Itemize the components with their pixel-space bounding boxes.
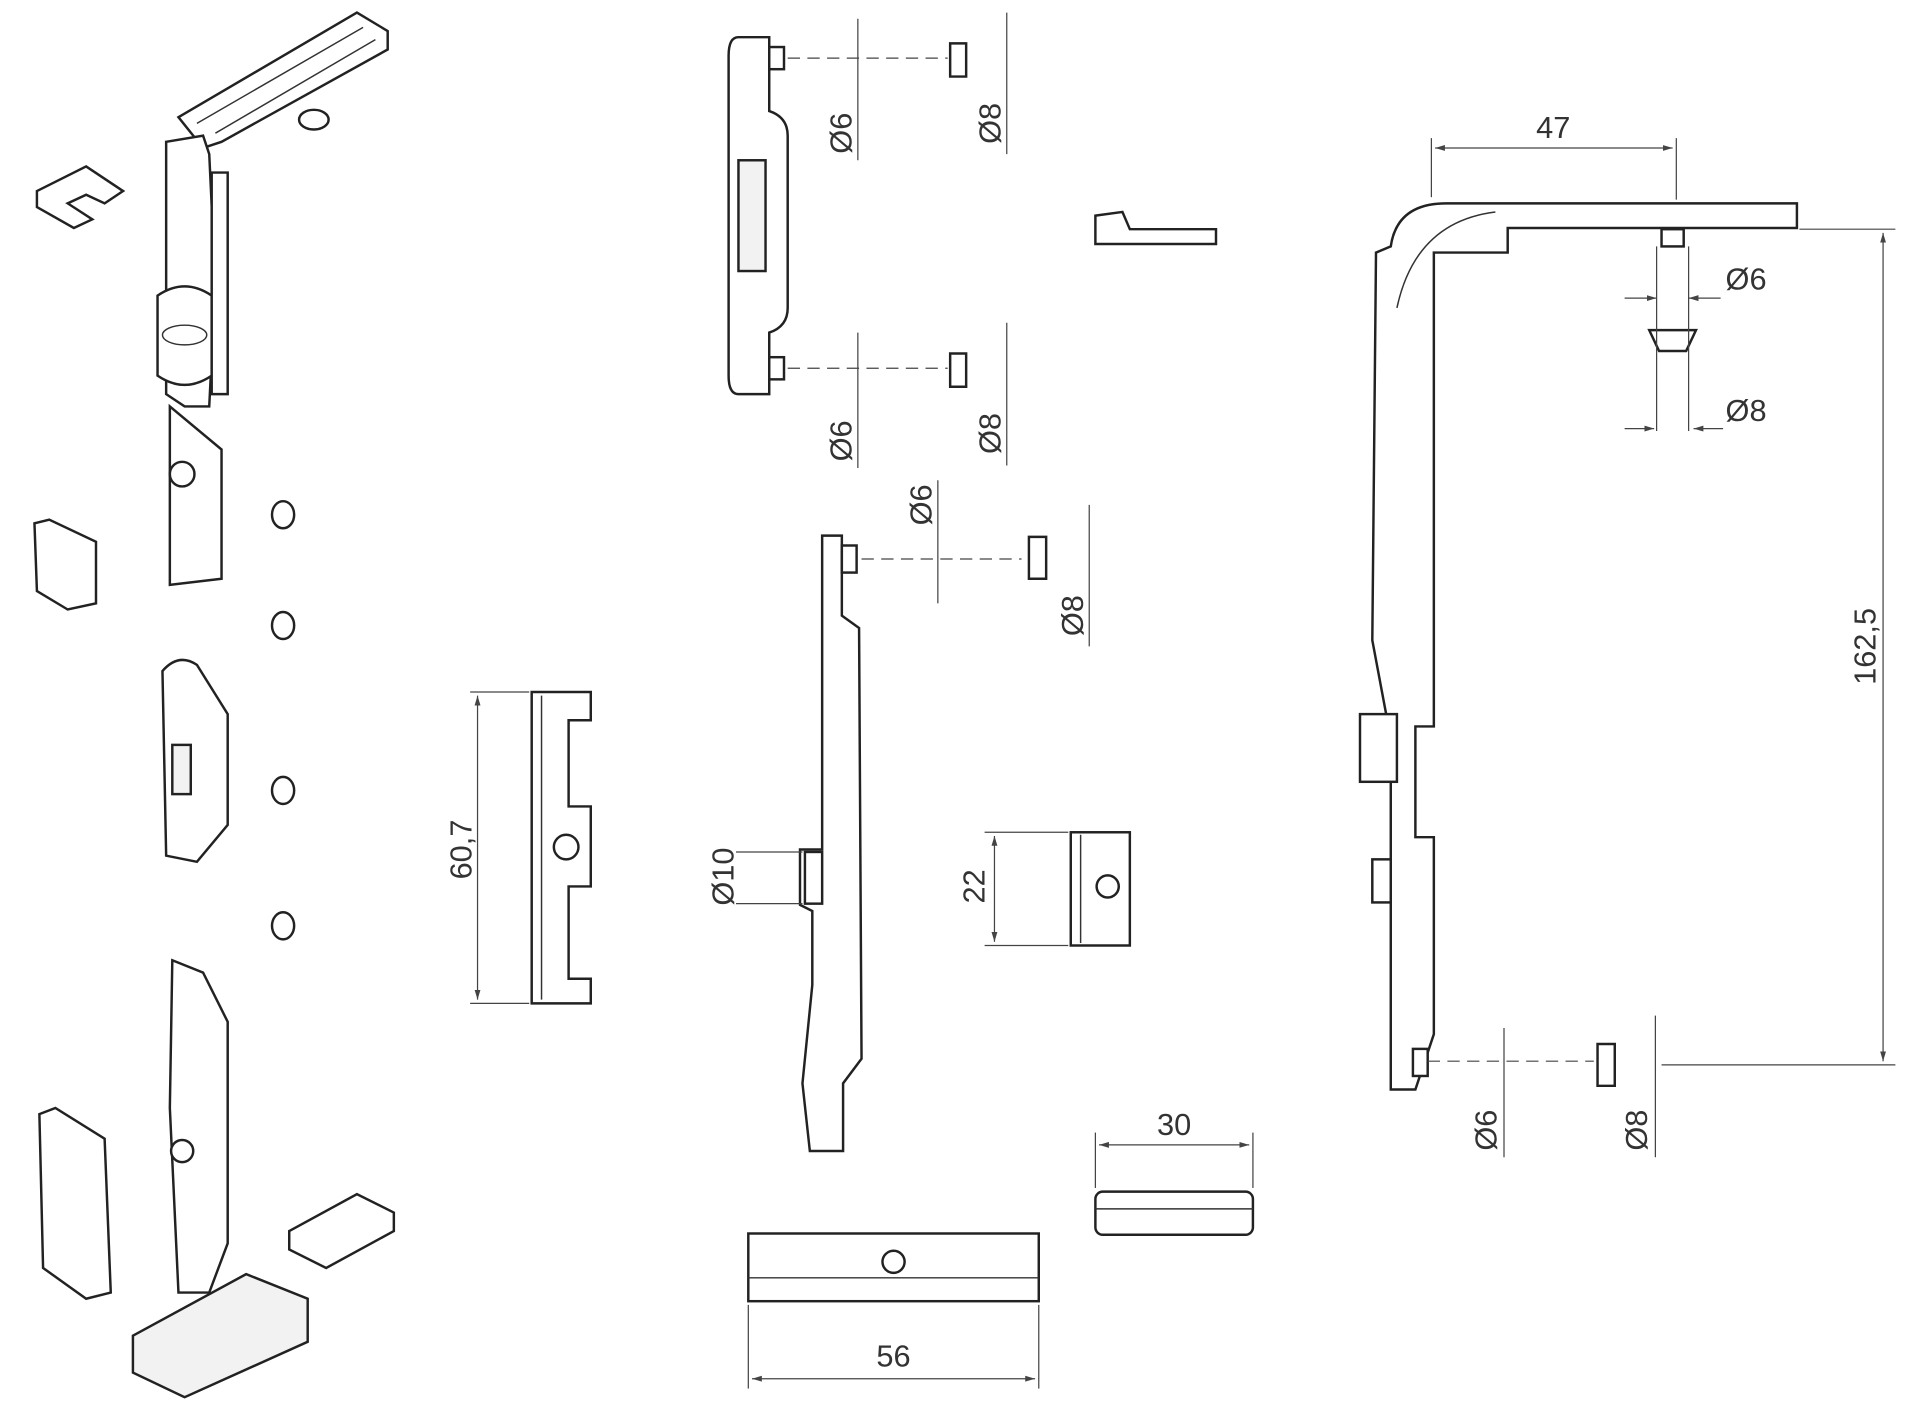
rod-side-view: Ø6 Ø8 Ø10 bbox=[706, 480, 1090, 1153]
box-keeper-part bbox=[131, 1272, 309, 1399]
dim-d8-right-top: Ø8 bbox=[1726, 393, 1767, 428]
dim-d8-mid: Ø8 bbox=[973, 413, 1008, 454]
dim-30: 30 bbox=[1157, 1107, 1191, 1142]
dim-d10: Ø10 bbox=[706, 848, 741, 906]
hook-part bbox=[1094, 210, 1218, 246]
dim-d6-top: Ø6 bbox=[824, 113, 859, 154]
handle-side-view: Ø6 Ø8 Ø6 Ø8 bbox=[727, 12, 1008, 468]
isometric-parts-group bbox=[33, 11, 396, 1399]
ring-parts bbox=[270, 499, 296, 941]
dim-60-7: 60,7 bbox=[443, 820, 478, 880]
dim-47: 47 bbox=[1536, 110, 1570, 145]
keeper-part-2 bbox=[38, 1106, 113, 1301]
dim-d8-right-bottom: Ø8 bbox=[1619, 1110, 1654, 1151]
bottom-rod-isometric bbox=[168, 958, 229, 1294]
keeper-part-1 bbox=[33, 518, 98, 611]
corner-drive-isometric bbox=[156, 11, 389, 587]
dim-162-5: 162,5 bbox=[1848, 608, 1883, 685]
middle-keeper-isometric bbox=[161, 658, 229, 864]
dim-d6-right-top: Ø6 bbox=[1726, 261, 1767, 296]
dim-d6-mid: Ø6 bbox=[824, 420, 859, 461]
dim-d6-right-bottom: Ø6 bbox=[1469, 1110, 1504, 1151]
part-56: 56 bbox=[747, 1232, 1040, 1389]
dim-d8-arm: Ø8 bbox=[1055, 595, 1090, 636]
dim-56: 56 bbox=[876, 1338, 910, 1373]
part-30: 30 bbox=[1094, 1107, 1255, 1236]
keeper-60-7: 60,7 bbox=[443, 690, 592, 1005]
corner-assembly-side-view: Ø6 Ø8 47 162,5 Ø6 Ø8 bbox=[1358, 110, 1896, 1158]
cap-part bbox=[297, 108, 330, 131]
dim-d8-top: Ø8 bbox=[973, 103, 1008, 144]
dim-22: 22 bbox=[957, 869, 992, 903]
block-22: 22 bbox=[957, 831, 1132, 947]
dim-d6-arm: Ø6 bbox=[904, 484, 939, 525]
end-cap-part bbox=[35, 165, 126, 230]
bracket-part bbox=[288, 1192, 396, 1270]
